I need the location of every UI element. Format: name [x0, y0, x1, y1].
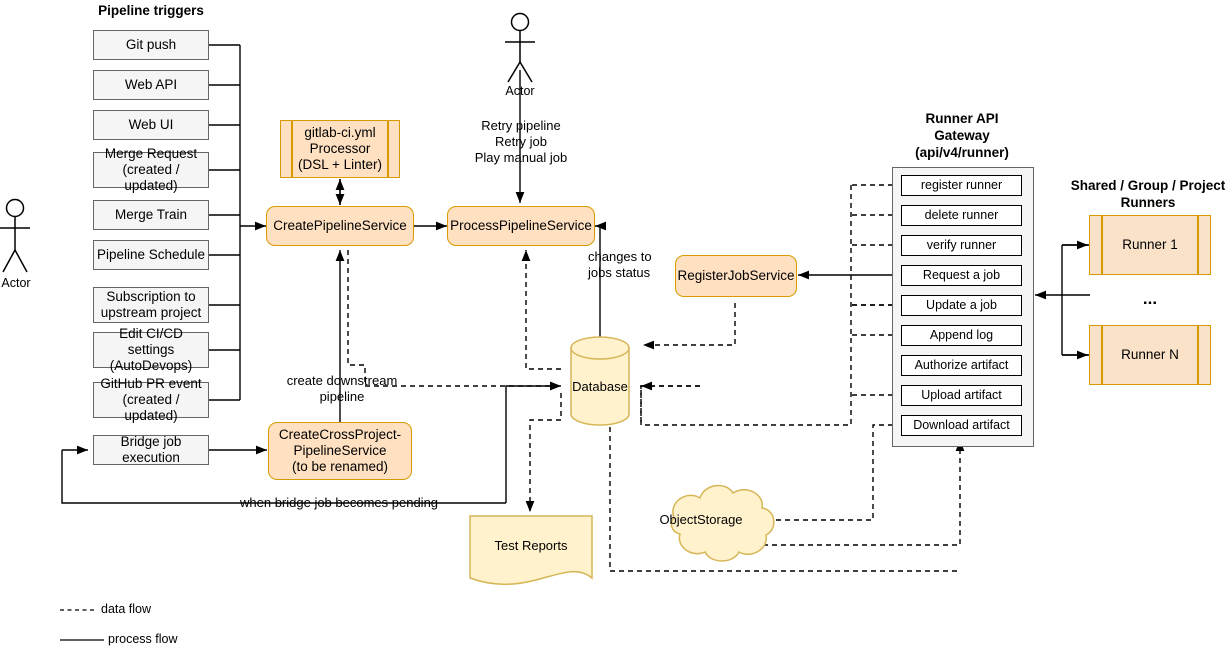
- runner-n-bar-left: [1101, 326, 1103, 384]
- actor-top-figure: [505, 12, 535, 83]
- trigger-merge-request[interactable]: Merge Request (created / updated): [93, 146, 209, 193]
- create-cross-project-pipeline-service[interactable]: CreateCrossProject- PipelineService (to …: [268, 422, 412, 480]
- test-reports-label: Test Reports: [494, 538, 568, 553]
- runner-bar-left: [1101, 216, 1103, 274]
- runner-1[interactable]: Runner 1: [1089, 215, 1211, 275]
- endpoint-upload-artifact[interactable]: Upload artifact: [901, 385, 1022, 406]
- trigger-web-ui[interactable]: Web UI: [93, 110, 209, 140]
- actor-left-figure: [0, 198, 30, 273]
- trigger-merge-train[interactable]: Merge Train: [93, 200, 209, 230]
- endpoint-download-artifact[interactable]: Download artifact: [901, 415, 1022, 436]
- component-bar-left: [291, 121, 293, 177]
- trigger-bus: [209, 44, 266, 401]
- edge-runner-bus: [1061, 244, 1090, 356]
- gitlab-ci-yml-processor[interactable]: gitlab-ci.yml Processor (DSL + Linter): [280, 120, 400, 178]
- endpoint-verify-runner[interactable]: verify runner: [901, 235, 1022, 256]
- database-label: Database: [572, 379, 628, 394]
- endpoint-append-log[interactable]: Append log: [901, 325, 1022, 346]
- actor-top-label: Actor: [505, 84, 535, 98]
- edge-label-changes-to-jobs-status: changes to jobs status: [588, 249, 652, 280]
- endpoint-register-runner[interactable]: register runner: [901, 175, 1022, 196]
- endpoint-update-a-job[interactable]: Update a job: [901, 295, 1022, 316]
- dataflow-bus-db: [640, 385, 700, 425]
- pipeline-triggers-heading: Pipeline triggers: [98, 3, 204, 18]
- actor-left-label: Actor: [1, 276, 31, 290]
- endpoint-authorize-artifact[interactable]: Authorize artifact: [901, 355, 1022, 376]
- object-storage-label: ObjectStorage: [659, 512, 743, 527]
- trigger-subscription-upstream[interactable]: Subscription to upstream project: [93, 287, 209, 323]
- dataflow-db-testreports: [525, 393, 562, 512]
- dataflow-db-bottom-loop: [609, 400, 960, 572]
- create-pipeline-service[interactable]: CreatePipelineService: [266, 206, 414, 246]
- edge-db-process: [595, 221, 607, 345]
- object-storage-shape: [670, 484, 775, 562]
- runner-bar-right: [1197, 216, 1199, 274]
- runner-n-bar-right: [1197, 326, 1199, 384]
- dataflow-db-processpipeline: [521, 250, 561, 370]
- legend-process-flow-label: process flow: [108, 632, 178, 646]
- trigger-git-push[interactable]: Git push: [93, 30, 209, 60]
- edge-label-create-downstream-pipeline: create downstream pipeline: [286, 373, 398, 404]
- runner-api-gateway-title: Runner API Gateway (api/v4/runner): [915, 111, 1009, 160]
- test-reports-shape: [469, 515, 593, 586]
- component-bar-right: [387, 121, 389, 177]
- trigger-pipeline-schedule[interactable]: Pipeline Schedule: [93, 240, 209, 270]
- runner-n[interactable]: Runner N: [1089, 325, 1211, 385]
- trigger-github-pr-event[interactable]: GitHub PR event (created / updated): [93, 376, 209, 423]
- dataflow-createpipeline-db: [347, 250, 561, 391]
- dataflow-upload-objectstorage: [762, 424, 893, 525]
- endpoint-request-a-job[interactable]: Request a job: [901, 265, 1022, 286]
- runner-n-label: Runner N: [1121, 347, 1179, 363]
- gitlab-ci-yml-processor-label: gitlab-ci.yml Processor (DSL + Linter): [298, 125, 382, 172]
- edge-bridge-pending-loop: [61, 381, 561, 504]
- database-shape: [570, 336, 630, 426]
- process-pipeline-service[interactable]: ProcessPipelineService: [447, 206, 595, 246]
- trigger-edit-cicd-settings[interactable]: Edit CI/CD settings (AutoDevops): [93, 326, 209, 373]
- dataflow-objectstorage-download: [745, 440, 965, 546]
- register-job-service[interactable]: RegisterJobService: [675, 255, 797, 297]
- endpoint-delete-runner[interactable]: delete runner: [901, 205, 1022, 226]
- edge-label-retry: Retry pipeline Retry job Play manual job: [474, 118, 568, 165]
- runner-1-label: Runner 1: [1122, 237, 1178, 253]
- edge-label-bridge-pending: when bridge job becomes pending: [240, 495, 439, 510]
- legend-data-flow-label: data flow: [101, 602, 152, 616]
- runners-ellipsis: ...: [1142, 289, 1158, 308]
- runners-title: Shared / Group / Project Runners: [1070, 178, 1226, 210]
- dataflow-registerjob-db: [643, 303, 736, 350]
- trigger-bridge-job-execution[interactable]: Bridge job execution: [93, 434, 209, 465]
- trigger-web-api[interactable]: Web API: [93, 70, 209, 100]
